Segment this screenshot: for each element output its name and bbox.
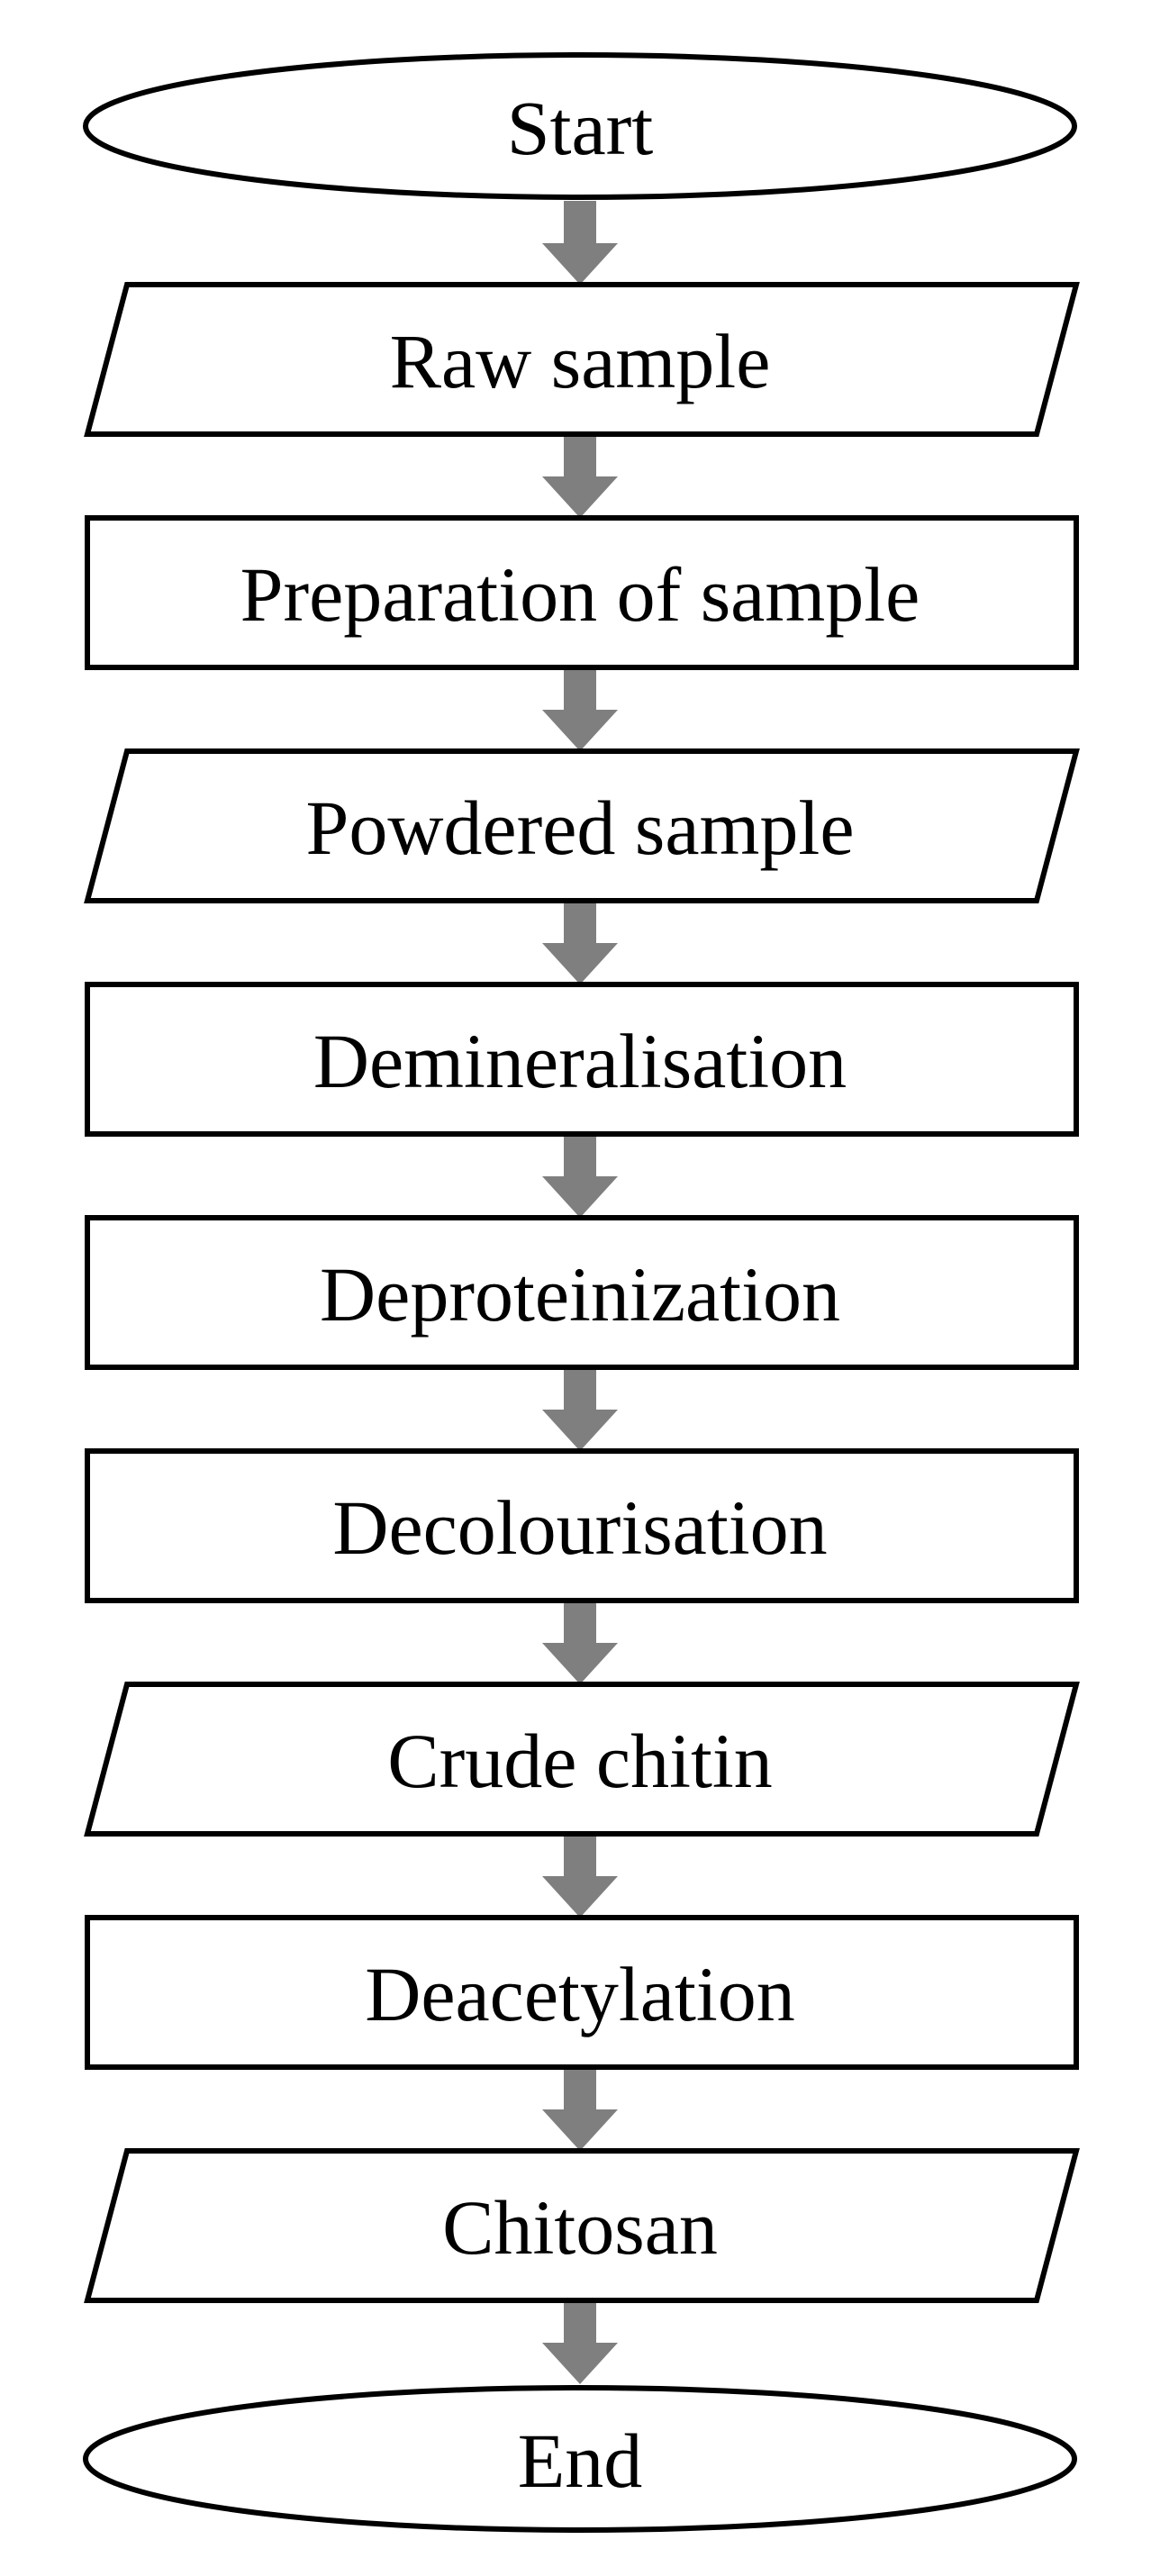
node-powdered-sample: Powdered sample <box>84 748 1080 903</box>
deproteinization-label: Deproteinization <box>320 1251 840 1338</box>
raw-sample-label: Raw sample <box>390 318 771 404</box>
powdered-sample-data-shape <box>84 748 1080 903</box>
end-terminator-shape <box>83 2385 1077 2533</box>
arrow-start-to-raw-sample <box>542 201 618 285</box>
arrow-crude-chitin-to-deacetylation <box>542 1834 618 1918</box>
preparation-of-sample-label: Preparation of sample <box>240 551 920 638</box>
deproteinization-process-shape <box>85 1215 1079 1370</box>
node-raw-sample: Raw sample <box>84 282 1080 437</box>
start-label: Start <box>507 85 654 171</box>
demineralisation-process-shape <box>85 982 1079 1137</box>
demineralisation-label: Demineralisation <box>313 1018 847 1104</box>
deacetylation-process-shape <box>85 1915 1079 2070</box>
node-crude-chitin: Crude chitin <box>84 1682 1080 1837</box>
arrow-preparation-of-sample-to-powdered-sample <box>542 667 618 751</box>
end-label: End <box>518 2417 643 2504</box>
node-preparation-of-sample: Preparation of sample <box>85 515 1079 670</box>
arrow-demineralisation-to-deproteinization <box>542 1134 618 1218</box>
start-terminator-shape <box>83 52 1077 200</box>
arrow-powdered-sample-to-demineralisation <box>542 901 618 984</box>
flowchart-arrows <box>542 201 618 2384</box>
arrow-raw-sample-to-preparation-of-sample <box>542 434 618 518</box>
crude-chitin-label: Crude chitin <box>387 1718 773 1804</box>
raw-sample-data-shape <box>84 282 1080 437</box>
node-demineralisation: Demineralisation <box>85 982 1079 1137</box>
preparation-of-sample-process-shape <box>85 515 1079 670</box>
node-deacetylation: Deacetylation <box>85 1915 1079 2070</box>
arrow-decolourisation-to-crude-chitin <box>542 1601 618 1684</box>
arrow-chitosan-to-end <box>542 2300 618 2384</box>
node-end: End <box>83 2385 1077 2533</box>
powdered-sample-label: Powdered sample <box>305 785 854 871</box>
decolourisation-process-shape <box>85 1448 1079 1603</box>
crude-chitin-data-shape <box>84 1682 1080 1837</box>
chitosan-label: Chitosan <box>442 2184 718 2271</box>
node-decolourisation: Decolourisation <box>85 1448 1079 1603</box>
arrow-deacetylation-to-chitosan <box>542 2067 618 2151</box>
decolourisation-label: Decolourisation <box>332 1484 827 1571</box>
chitosan-data-shape <box>84 2148 1080 2303</box>
node-chitosan: Chitosan <box>84 2148 1080 2303</box>
deacetylation-label: Deacetylation <box>365 1951 795 2037</box>
node-start: Start <box>83 52 1077 200</box>
arrow-deproteinization-to-decolourisation <box>542 1367 618 1451</box>
node-deproteinization: Deproteinization <box>85 1215 1079 1370</box>
